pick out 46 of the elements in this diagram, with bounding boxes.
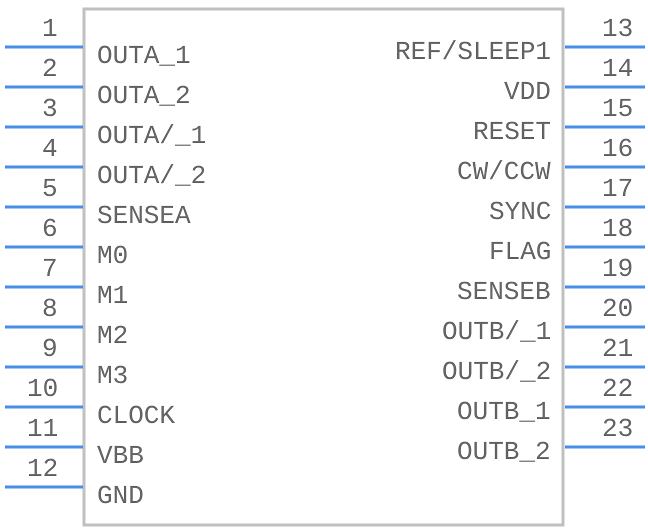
pin-number: 16 — [602, 135, 634, 163]
pin-number: 9 — [42, 335, 58, 363]
pin-number: 21 — [602, 335, 634, 363]
pin-number: 22 — [602, 375, 634, 403]
pin-name: M0 — [97, 242, 128, 270]
pin-number: 5 — [42, 175, 58, 203]
pin-number: 20 — [602, 295, 634, 323]
pin-number: 18 — [602, 215, 634, 243]
pin-name: OUTA/_2 — [97, 162, 206, 190]
pin-number: 10 — [27, 375, 58, 403]
pin-number: 7 — [42, 255, 58, 283]
pin-name: SENSEA — [97, 202, 191, 230]
pin-number: 8 — [42, 295, 58, 323]
pin-name: OUTA/_1 — [97, 122, 206, 150]
pin-name: OUTB_2 — [457, 438, 551, 466]
pin-number: 17 — [602, 175, 634, 203]
pin-number: 2 — [42, 55, 58, 83]
pin-number: 15 — [602, 95, 634, 123]
pin-number: 12 — [27, 455, 58, 483]
pin-name: GND — [97, 482, 144, 510]
pin-name: REF/SLEEP1 — [395, 38, 552, 66]
pin-name: CW/CCW — [457, 158, 551, 186]
pin-number: 13 — [602, 15, 634, 43]
pin-number: 19 — [602, 255, 634, 283]
pin-name: VDD — [504, 78, 551, 106]
pin-name: M1 — [97, 282, 128, 310]
pin-name: M3 — [97, 362, 128, 390]
pin-number: 4 — [42, 135, 58, 163]
pin-number: 14 — [602, 55, 634, 83]
pin-name: OUTA_2 — [97, 82, 191, 110]
pin-name: CLOCK — [97, 402, 176, 430]
pin-name: OUTA_1 — [97, 42, 191, 70]
pin-name: SYNC — [489, 198, 552, 226]
pin-name: RESET — [473, 118, 552, 146]
pin-number: 11 — [27, 415, 58, 443]
pin-name: OUTB/_1 — [442, 318, 552, 346]
pin-name: OUTB_1 — [457, 398, 551, 426]
pin-name: FLAG — [489, 238, 552, 266]
pin-name: VBB — [97, 442, 144, 470]
pin-name: SENSEB — [457, 278, 551, 306]
pin-number: 1 — [42, 15, 58, 43]
pin-number: 3 — [42, 95, 58, 123]
pin-name: M2 — [97, 322, 128, 350]
pin-number: 23 — [602, 415, 634, 443]
pin-name: OUTB/_2 — [442, 358, 552, 386]
pin-number: 6 — [42, 215, 58, 243]
